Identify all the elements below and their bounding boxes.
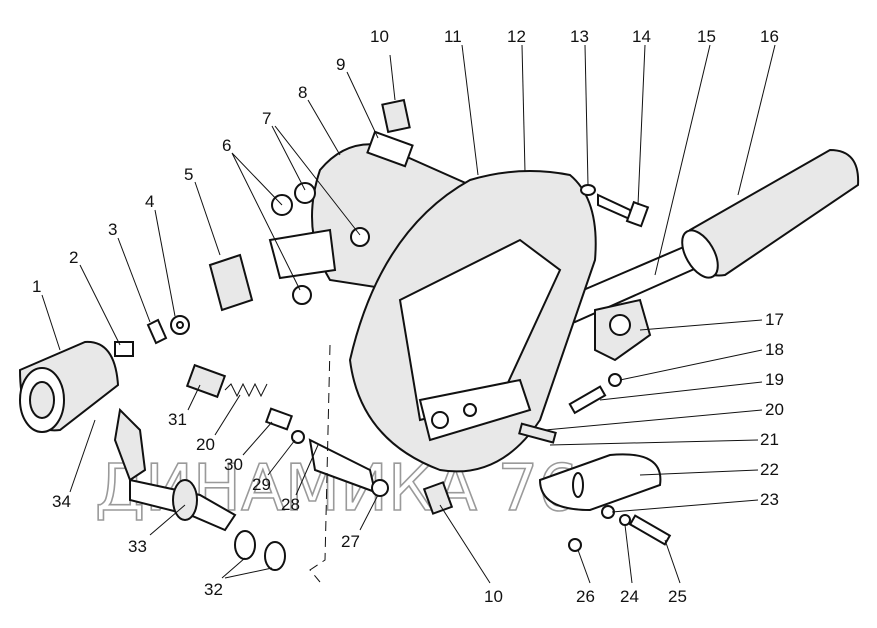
- callout-20-lower: 20: [196, 435, 215, 454]
- flange-plate-part: [348, 170, 597, 473]
- callout-labels: 10 11 12 13 14 15 16 9 8 7 6 5 4 3 2 1 1…: [32, 27, 784, 606]
- callout-10: 10: [370, 27, 389, 46]
- callout-3: 3: [108, 220, 117, 239]
- callout-27: 27: [341, 532, 360, 551]
- gear-shaft-part: [208, 182, 370, 312]
- callout-29: 29: [252, 475, 271, 494]
- callout-15: 15: [697, 27, 716, 46]
- washer-part: [608, 373, 622, 387]
- callout-32: 32: [204, 580, 223, 599]
- callout-18: 18: [765, 340, 784, 359]
- callout-16: 16: [760, 27, 779, 46]
- callout-6: 6: [222, 136, 231, 155]
- callout-34: 34: [52, 492, 71, 511]
- callout-24: 24: [620, 587, 639, 606]
- callout-31: 31: [168, 410, 187, 429]
- callout-13: 13: [570, 27, 589, 46]
- callout-23: 23: [760, 490, 779, 509]
- callout-17: 17: [765, 310, 784, 329]
- callout-30: 30: [224, 455, 243, 474]
- callout-20: 20: [765, 400, 784, 419]
- callout-2: 2: [69, 248, 78, 267]
- callout-19: 19: [765, 370, 784, 389]
- plug-part: [381, 98, 411, 134]
- bolt-part: [114, 341, 134, 357]
- callout-1: 1: [32, 277, 41, 296]
- callout-9: 9: [336, 55, 345, 74]
- callout-7: 7: [262, 109, 271, 128]
- callout-26: 26: [576, 587, 595, 606]
- plug-part: [422, 481, 454, 515]
- pin-part: [518, 422, 557, 444]
- callout-28: 28: [281, 495, 300, 514]
- callout-10-lower: 10: [484, 587, 503, 606]
- callout-12: 12: [507, 27, 526, 46]
- cover-plate-part: [538, 453, 662, 512]
- bolt-part: [568, 385, 607, 415]
- callout-4: 4: [145, 192, 154, 211]
- bolt-part: [580, 184, 650, 228]
- callout-33: 33: [128, 537, 147, 556]
- callout-21: 21: [760, 430, 779, 449]
- callout-25: 25: [668, 587, 687, 606]
- coupling-part: [18, 340, 120, 433]
- callout-11: 11: [444, 27, 462, 46]
- callout-22: 22: [760, 460, 779, 479]
- callout-5: 5: [184, 165, 193, 184]
- leader-lines: [41, 44, 776, 584]
- callout-14: 14: [632, 27, 651, 46]
- intake-filter-part: [558, 148, 860, 324]
- callout-8: 8: [298, 83, 307, 102]
